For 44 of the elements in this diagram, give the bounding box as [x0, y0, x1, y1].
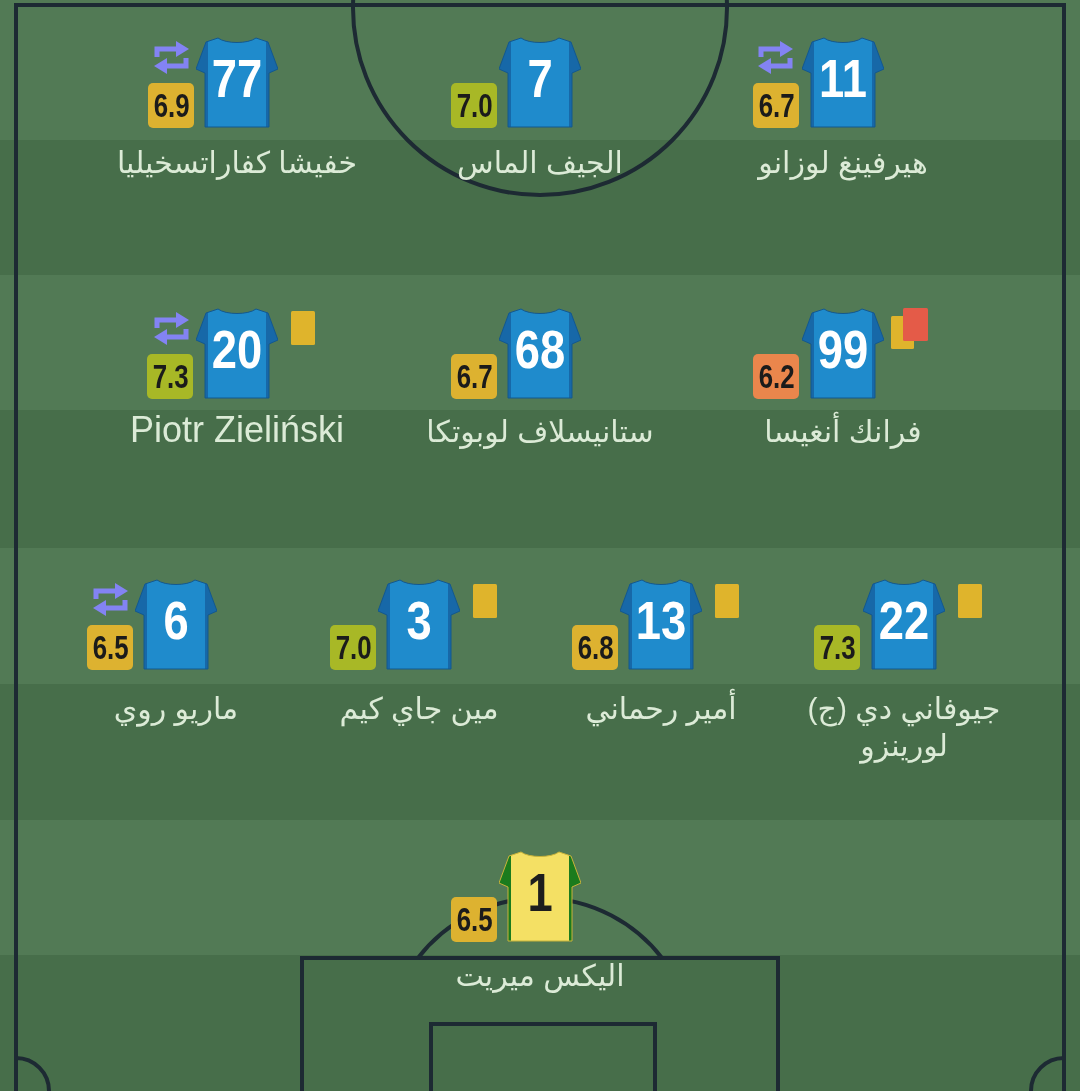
rating-badge: 6.5 — [451, 897, 497, 942]
player-name: Piotr Zieliński — [129, 411, 345, 448]
rating-badge: 6.8 — [572, 625, 618, 670]
player-jersey — [135, 578, 217, 670]
rating-badge: 6.7 — [753, 83, 799, 128]
shirt-number: 13 — [635, 593, 687, 647]
player-jersey — [802, 36, 884, 128]
rating-badge: 6.9 — [148, 83, 194, 128]
player-jersey — [378, 578, 460, 670]
rating-badge: 7.3 — [814, 625, 860, 670]
player-jersey — [499, 307, 581, 399]
shirt-number: 1 — [527, 865, 553, 919]
player-jersey — [620, 578, 702, 670]
shirt-number: 3 — [406, 593, 432, 647]
player-jersey — [863, 578, 945, 670]
player-jersey — [196, 307, 278, 399]
player-name: جيوفاني دي (ج) لورينزو — [806, 691, 1002, 764]
player-name: مين جاي كيم — [339, 691, 499, 727]
shirt-number: 11 — [819, 51, 867, 105]
player-name: فرانك أنغيسا — [764, 413, 922, 450]
rating-badge: 7.0 — [330, 625, 376, 670]
player-name: خفيشا كفاراتسخيليا — [116, 145, 358, 181]
rating-badge: 7.3 — [147, 354, 193, 399]
player-jersey — [499, 36, 581, 128]
player-name: ماريو روي — [113, 691, 239, 727]
shirt-number: 99 — [817, 322, 869, 376]
rating-badge: 6.5 — [87, 625, 133, 670]
player-name: اليكس ميريت — [455, 958, 625, 994]
player-jersey — [196, 36, 278, 128]
player-name: أمير رحماني — [585, 690, 737, 727]
player-name: الجيف الماس — [457, 145, 623, 181]
shirt-number: 68 — [514, 322, 566, 376]
shirt-number: 6 — [163, 593, 189, 647]
shirt-number: 77 — [211, 51, 263, 105]
rating-badge: 6.2 — [753, 354, 799, 399]
player-jersey — [802, 307, 884, 399]
shirt-number: 20 — [211, 322, 263, 376]
rating-badge: 7.0 — [451, 83, 497, 128]
goalkeeper-jersey — [499, 850, 581, 942]
shirt-number: 22 — [878, 593, 930, 647]
rating-badge: 6.7 — [451, 354, 497, 399]
player-name: هيرفينغ لوزانو — [758, 145, 928, 181]
shirt-number: 7 — [527, 51, 553, 105]
player-name: ستانيسلاف لوبوتكا — [426, 414, 654, 450]
